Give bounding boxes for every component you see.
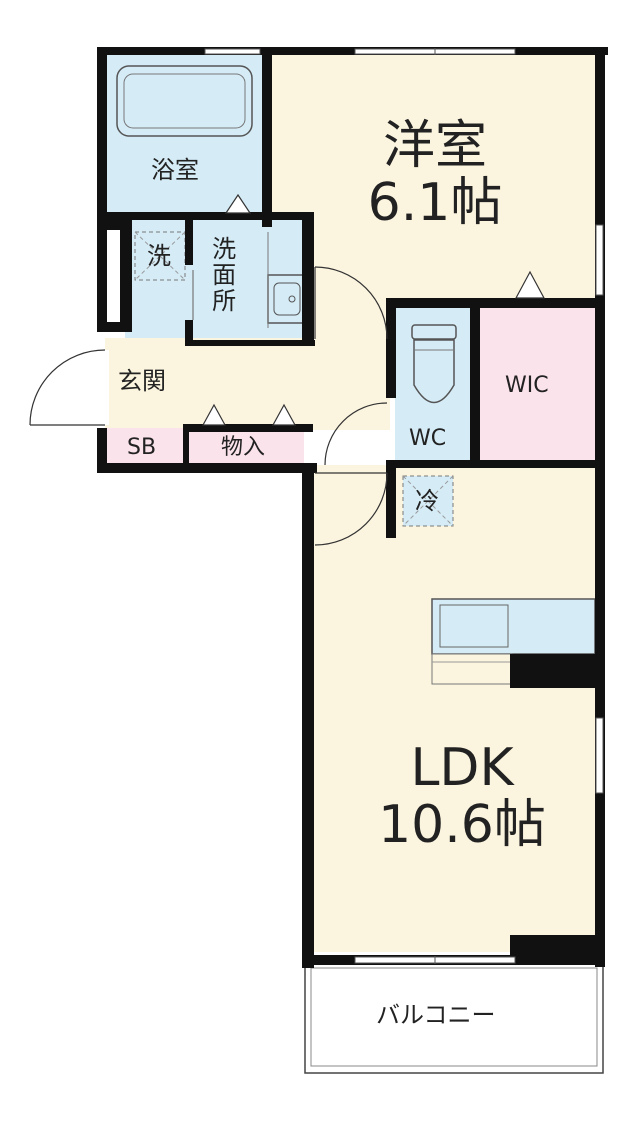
washer-space: [134, 231, 186, 281]
shoe-box-label: SB: [127, 435, 157, 460]
ldk-name: LDK: [410, 738, 514, 798]
balcony-floor: [304, 962, 604, 1074]
ldk-floor: [310, 465, 600, 952]
toilet-fixture: [411, 324, 457, 404]
wash-basin: [267, 232, 307, 328]
fridge-label: 冷: [415, 487, 439, 515]
wic-label: WIC: [505, 373, 549, 398]
washer-label: 洗: [147, 242, 171, 270]
floor-fills: [105, 55, 604, 1074]
hall-floor-2: [310, 240, 390, 340]
fridge-space: [402, 475, 454, 527]
wic-floor: [478, 305, 595, 463]
western-room-name: 洋室: [382, 116, 487, 176]
bathtub: [116, 65, 253, 137]
doors: [29, 266, 388, 546]
washroom-label: 洗面所: [207, 236, 236, 314]
walls: [97, 47, 608, 968]
ldk-label: LDK 10.6帖: [372, 738, 552, 856]
western-room-size: 6.1帖: [367, 173, 503, 234]
kitchen-counter: [431, 598, 600, 688]
shoe-box-floor: [105, 428, 183, 464]
western-room-label: 洋室 6.1帖: [360, 116, 510, 234]
storage-label: 物入: [221, 435, 266, 460]
fan-marks: [201, 193, 546, 426]
storage-floor: [186, 428, 304, 464]
balcony-rail: [310, 967, 598, 1067]
bath-label: 浴室: [151, 156, 199, 184]
toilet-label: WC: [409, 426, 447, 451]
ldk-size: 10.6帖: [378, 795, 546, 856]
windows: [204, 48, 604, 964]
entrance-label: 玄関: [118, 367, 166, 395]
hall-floor: [105, 338, 390, 430]
balcony-label: バルコニー: [376, 1001, 496, 1029]
